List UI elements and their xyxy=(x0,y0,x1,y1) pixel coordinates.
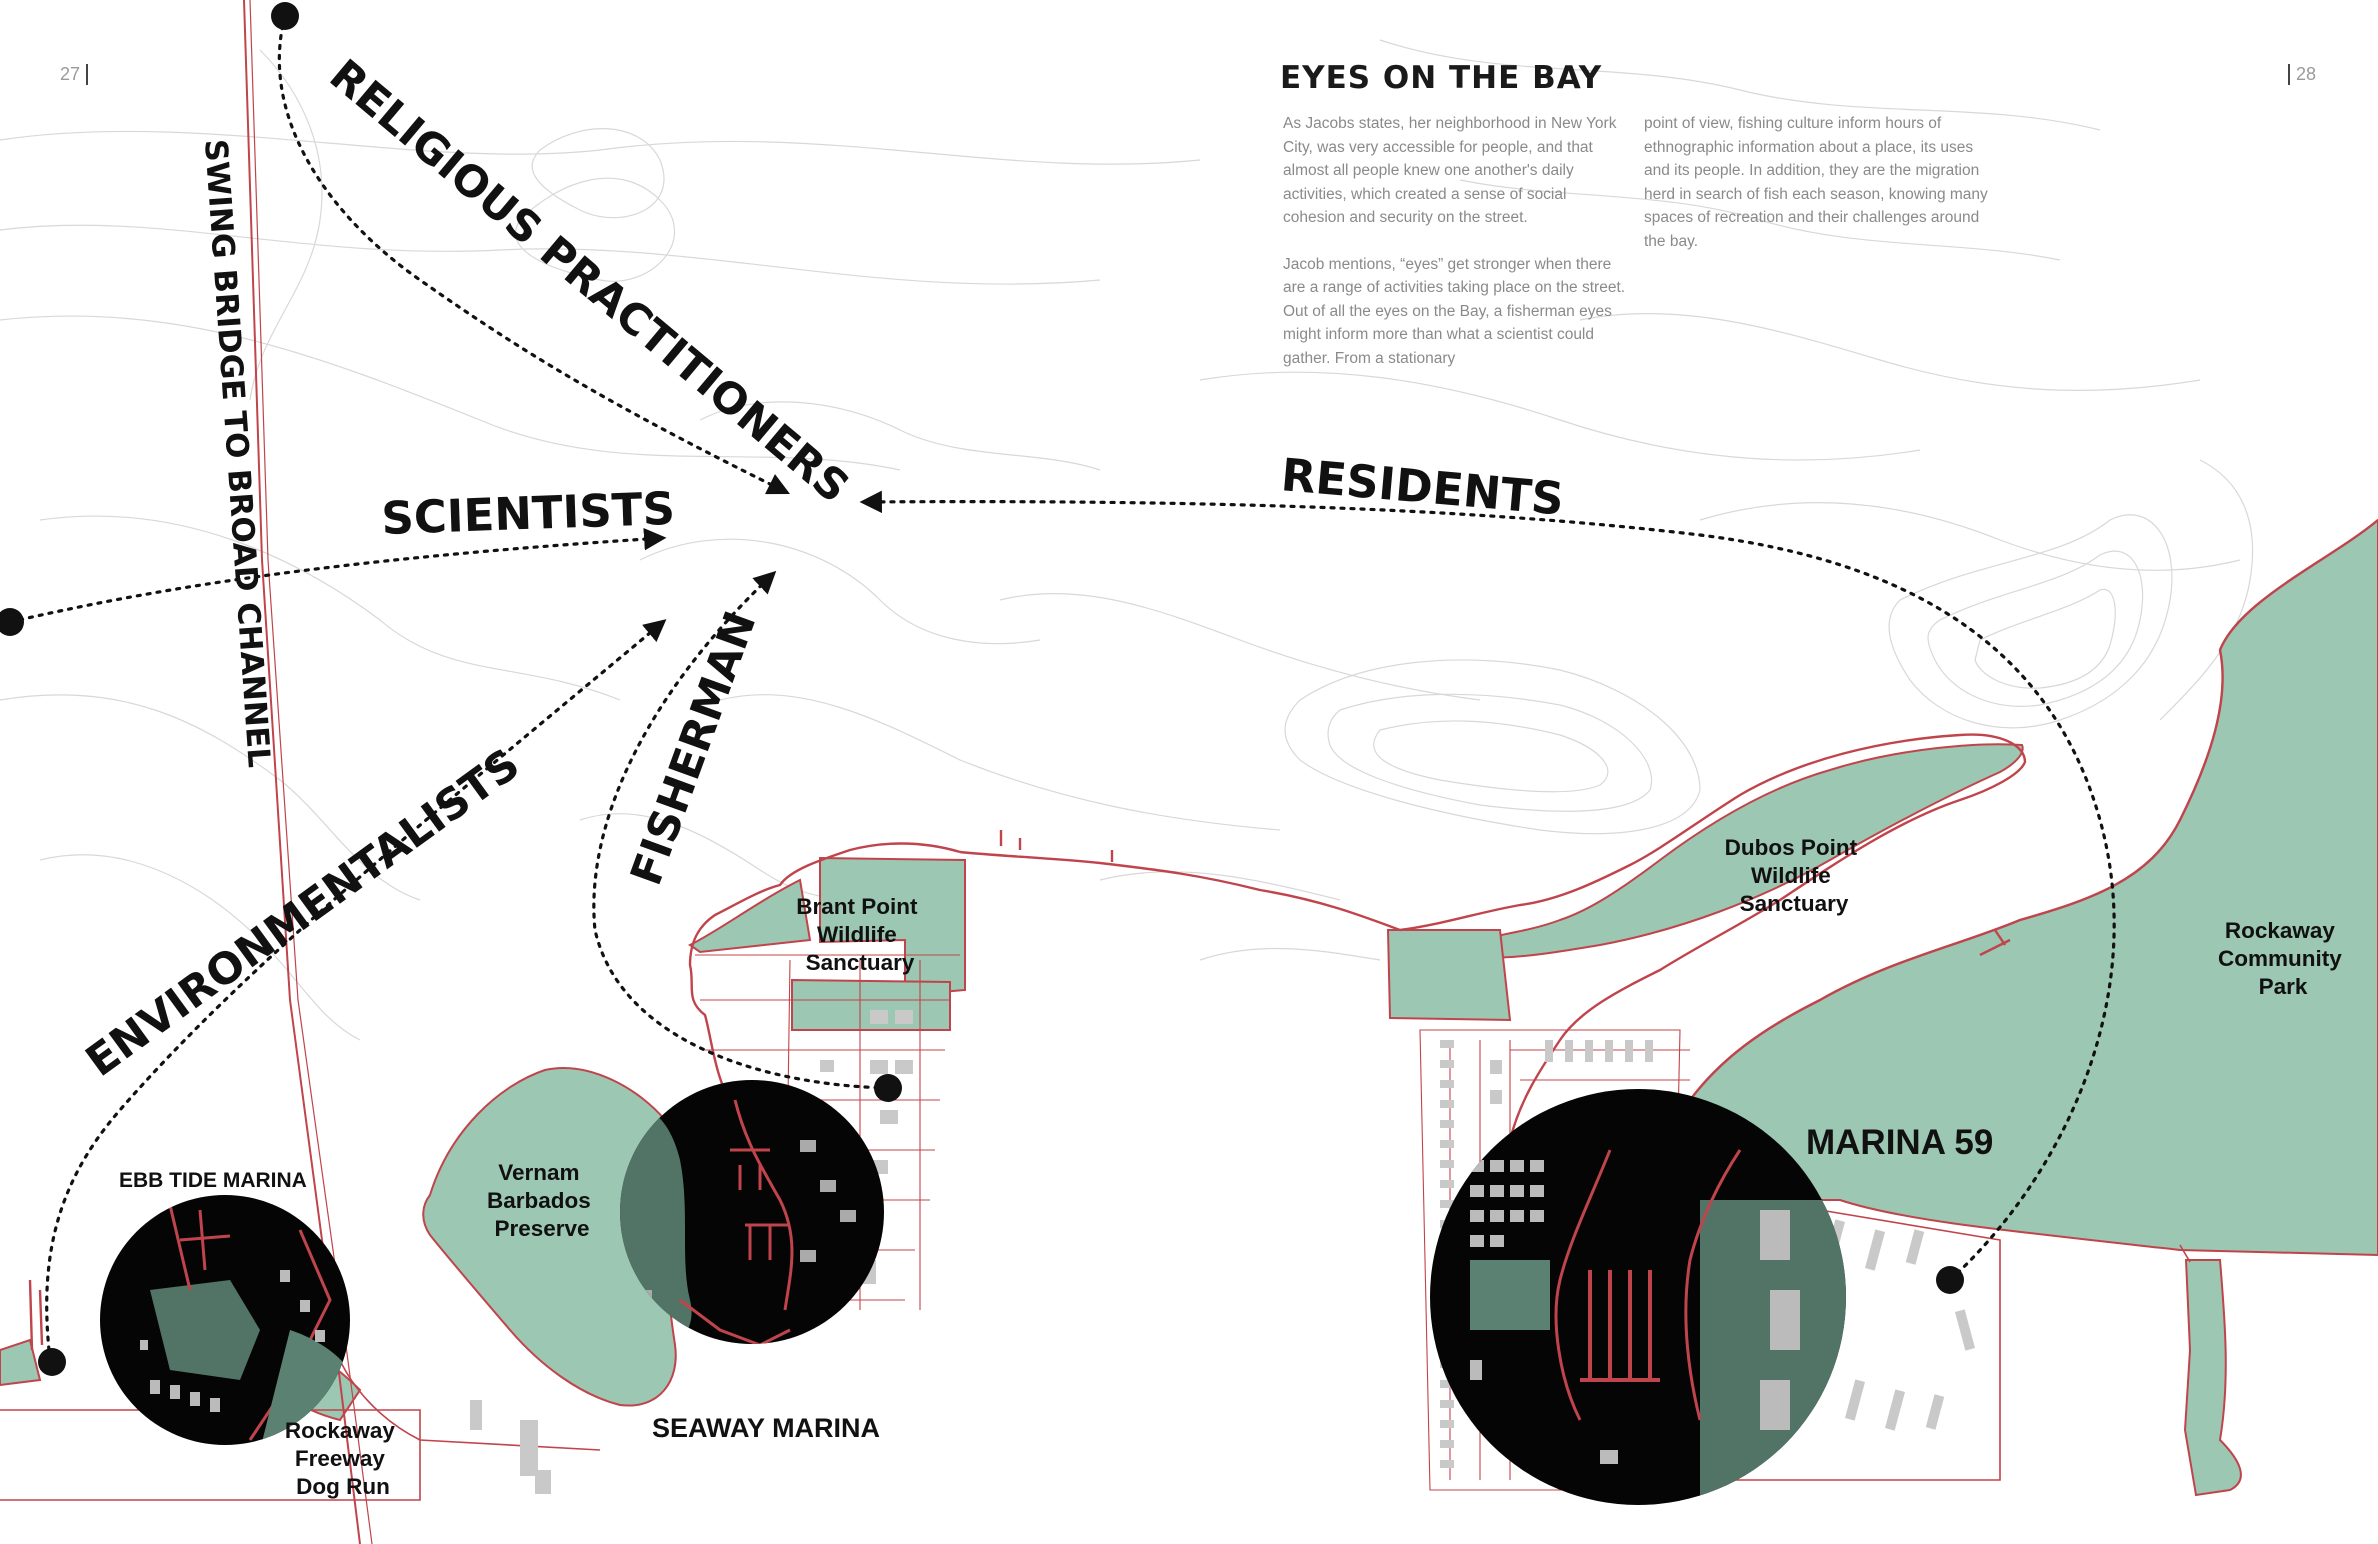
origin-residents xyxy=(1936,1266,1964,1294)
article-paragraph: point of view, fishing culture inform ho… xyxy=(1644,115,1988,250)
label-residents: RESIDENTS xyxy=(1279,448,1566,525)
origin-religious xyxy=(271,2,299,30)
flow-scientists xyxy=(8,527,667,624)
magnifier-marina-59 xyxy=(1430,1089,1846,1505)
flow-religious xyxy=(277,14,791,495)
label-seaway-marina: SEAWAY MARINA xyxy=(652,1413,880,1443)
actor-flows xyxy=(8,14,2116,1362)
page-number-right: 28 xyxy=(2288,64,2316,85)
ebb-tide-strip xyxy=(0,1338,42,1387)
flow-origin-dots xyxy=(0,2,1964,1376)
label-vernam-barbados: Vernam Barbados Preserve xyxy=(487,1160,597,1241)
article-column-1: As Jacobs states, her neighborhood in Ne… xyxy=(1283,112,1628,393)
article-paragraph: Jacob mentions, “eyes” get stronger when… xyxy=(1283,255,1626,367)
label-rockaway-dog-run: Rockaway Freeway Dog Run xyxy=(285,1418,401,1499)
contour-lines xyxy=(0,39,2254,1041)
page-number-left: 27 xyxy=(60,64,89,85)
label-ebb-tide-marina: EBB TIDE MARINA xyxy=(119,1169,307,1192)
article-column-2: point of view, fishing culture inform ho… xyxy=(1644,112,1989,276)
article-paragraph: As Jacobs states, her neighborhood in Ne… xyxy=(1283,115,1617,226)
label-marina-59: MARINA 59 xyxy=(1806,1123,1993,1162)
origin-fisherman xyxy=(874,1074,902,1102)
swing-bridge-road xyxy=(243,0,373,1544)
origin-scientists xyxy=(0,608,24,636)
origin-environmentalists xyxy=(38,1348,66,1376)
label-scientists: SCIENTISTS xyxy=(381,482,676,545)
dubos-west-lot xyxy=(1386,929,1512,1022)
parks xyxy=(0,518,2378,1497)
flow-environmentalists xyxy=(45,619,667,1362)
label-fisherman: FISHERMAN xyxy=(621,605,766,892)
place-labels: EBB TIDE MARINA SEAWAY MARINA MARINA 59 … xyxy=(119,835,2348,1499)
flow-fisherman xyxy=(592,570,890,1090)
label-brant-point: Brant Point Wildlife Sanctuary xyxy=(796,894,924,975)
label-dubos-point: Dubos Point Wildlife Sanctuary xyxy=(1725,835,1864,916)
flow-residents xyxy=(859,490,2116,1282)
label-rockaway-community-park: Rockaway Community Park xyxy=(2218,918,2348,999)
label-religious-practitioners: RELIGIOUS PRACTITIONERS xyxy=(320,50,858,513)
vernam-barbados-preserve xyxy=(422,1067,687,1407)
east-strip-park xyxy=(2183,1259,2242,1497)
brant-point-upper xyxy=(688,878,812,954)
article-title: EYES ON THE BAY xyxy=(1280,60,1603,96)
